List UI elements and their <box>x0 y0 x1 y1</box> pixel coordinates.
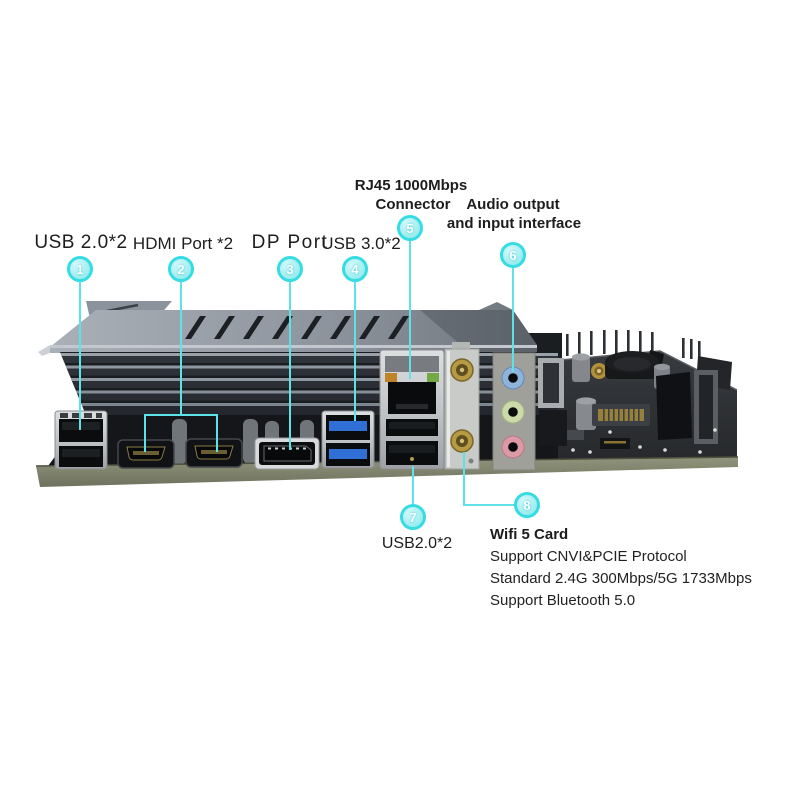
hdmi-port-2 <box>185 438 243 468</box>
pin-headers <box>566 330 701 360</box>
label-usb2-bottom: USB2.0*2 <box>381 535 453 552</box>
solder-pads <box>553 428 717 454</box>
callout-lines <box>79 241 514 506</box>
audio-jack-line-out <box>501 400 525 424</box>
callout-5: 5 <box>397 215 423 241</box>
callout-4-number: 4 <box>351 261 359 277</box>
board-components <box>553 350 718 454</box>
callout-8: 8 <box>514 492 540 518</box>
rj45-socket <box>388 382 436 414</box>
rj45-led-green <box>427 373 439 382</box>
pcie-slot <box>538 358 567 446</box>
label-dp: DP Port <box>251 232 329 253</box>
m2-slot <box>592 404 650 426</box>
wifi-spec-standard: Standard 2.4G 300Mbps/5G 1733Mbps <box>490 570 752 587</box>
wifi-card-title: Wifi 5 Card <box>490 526 569 543</box>
callout-3-number: 3 <box>286 261 294 277</box>
callout-3: 3 <box>277 256 303 282</box>
rj45-top <box>385 356 439 372</box>
audio-jack-mic <box>501 435 525 459</box>
label-hdmi: HDMI Port *2 <box>132 234 234 253</box>
usb2-port-stack <box>54 410 108 470</box>
heatsink-vents <box>185 316 409 339</box>
rj45-usb-combo <box>379 349 445 470</box>
sma-connector-bottom <box>450 429 474 453</box>
callout-8-number: 8 <box>523 497 531 513</box>
label-usb3: USB 3.0*2 <box>321 234 401 253</box>
callout-6-number: 6 <box>509 247 517 263</box>
callout-1: 1 <box>67 256 93 282</box>
audio-jacks <box>492 352 536 471</box>
label-rj45-line1: RJ45 1000Mbps <box>354 177 468 194</box>
callout-2: 2 <box>168 256 194 282</box>
callout-7: 7 <box>400 504 426 530</box>
callout-6: 6 <box>500 242 526 268</box>
heatsink-fins <box>60 352 558 415</box>
dp-port <box>254 437 320 470</box>
wifi-spec-protocol: Support CNVI&PCIE Protocol <box>490 548 687 565</box>
label-audio-line2: and input interface <box>446 215 582 232</box>
label-usb2-top: USB 2.0*2 <box>34 232 128 253</box>
callout-7-number: 7 <box>409 509 417 525</box>
wifi-spec-bluetooth: Support Bluetooth 5.0 <box>490 592 636 609</box>
callout-5-number: 5 <box>406 220 414 236</box>
cpu-heatsink <box>38 301 562 466</box>
usb3-port-stack <box>321 410 375 469</box>
pcb-surface <box>527 330 738 463</box>
rj45-led-orange <box>385 373 397 382</box>
sma-connector-top <box>450 358 474 382</box>
callout-4: 4 <box>342 256 368 282</box>
wifi-antenna-bracket <box>444 342 480 470</box>
audio-jack-line-in <box>501 366 525 390</box>
label-audio-line1: Audio output <box>466 196 560 213</box>
callout-2-number: 2 <box>177 261 185 277</box>
chipset-bracket <box>656 372 692 440</box>
wifi-card-description: Wifi 5 Card Support CNVI&PCIE Protocol S… <box>490 524 752 612</box>
label-rj45-line2: Connector <box>375 196 451 213</box>
callout-1-number: 1 <box>76 261 84 277</box>
